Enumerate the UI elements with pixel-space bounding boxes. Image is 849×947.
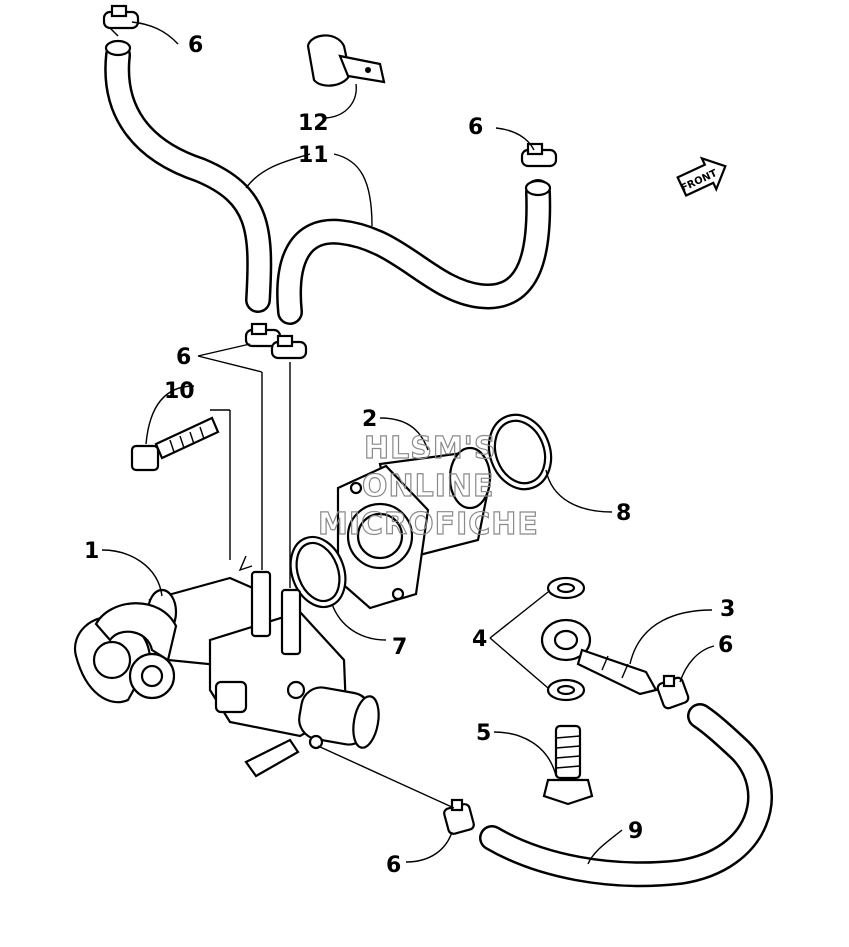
callout-2: 2 — [362, 407, 377, 432]
callout-6-top-right: 6 — [468, 115, 483, 140]
banjo-bolt-5 — [542, 724, 594, 806]
clamp-top-left — [102, 4, 140, 37]
clip-12 — [306, 34, 386, 87]
front-arrow-icon: FRONT — [676, 156, 727, 197]
clamp-right — [656, 674, 690, 710]
callout-6-bottom: 6 — [386, 853, 401, 878]
callout-4: 4 — [472, 627, 487, 652]
housing-2 — [336, 446, 492, 610]
callout-8: 8 — [616, 501, 631, 526]
callout-12: 12 — [298, 111, 329, 136]
callout-9: 9 — [628, 819, 643, 844]
o-ring-8 — [487, 413, 553, 491]
watermark-line-3: MICROFICHE — [318, 507, 539, 542]
callout-numbers: 6 12 11 6 6 10 2 8 1 3 4 7 6 5 9 6 — [84, 33, 735, 878]
callout-1: 1 — [84, 539, 99, 564]
gasket-7 — [289, 535, 347, 609]
callout-11: 11 — [298, 143, 329, 168]
clamp-top-right — [520, 142, 558, 168]
bolt-10 — [130, 416, 220, 472]
clamp-bottom — [443, 798, 475, 835]
hose-9 — [479, 703, 773, 888]
hose-11 — [104, 39, 552, 325]
callout-6-middle: 6 — [176, 345, 191, 370]
leader-lines — [101, 21, 715, 865]
callout-6-right: 6 — [718, 633, 733, 658]
watermark-line-2: ONLINE — [362, 469, 495, 504]
callout-3: 3 — [720, 597, 735, 622]
callout-5: 5 — [476, 721, 491, 746]
callout-7: 7 — [392, 635, 407, 660]
banjo-fitting-3 — [540, 618, 658, 696]
callout-10: 10 — [164, 379, 195, 404]
pump-assembly-1 — [73, 570, 380, 778]
clamp-mid-2 — [270, 334, 308, 360]
washers-4 — [546, 576, 586, 702]
watermark-line-1: HLSM'S — [364, 431, 496, 466]
watermark: HLSM'S ONLINE MICROFICHE — [317, 430, 539, 542]
callout-6-top-left: 6 — [188, 33, 203, 58]
